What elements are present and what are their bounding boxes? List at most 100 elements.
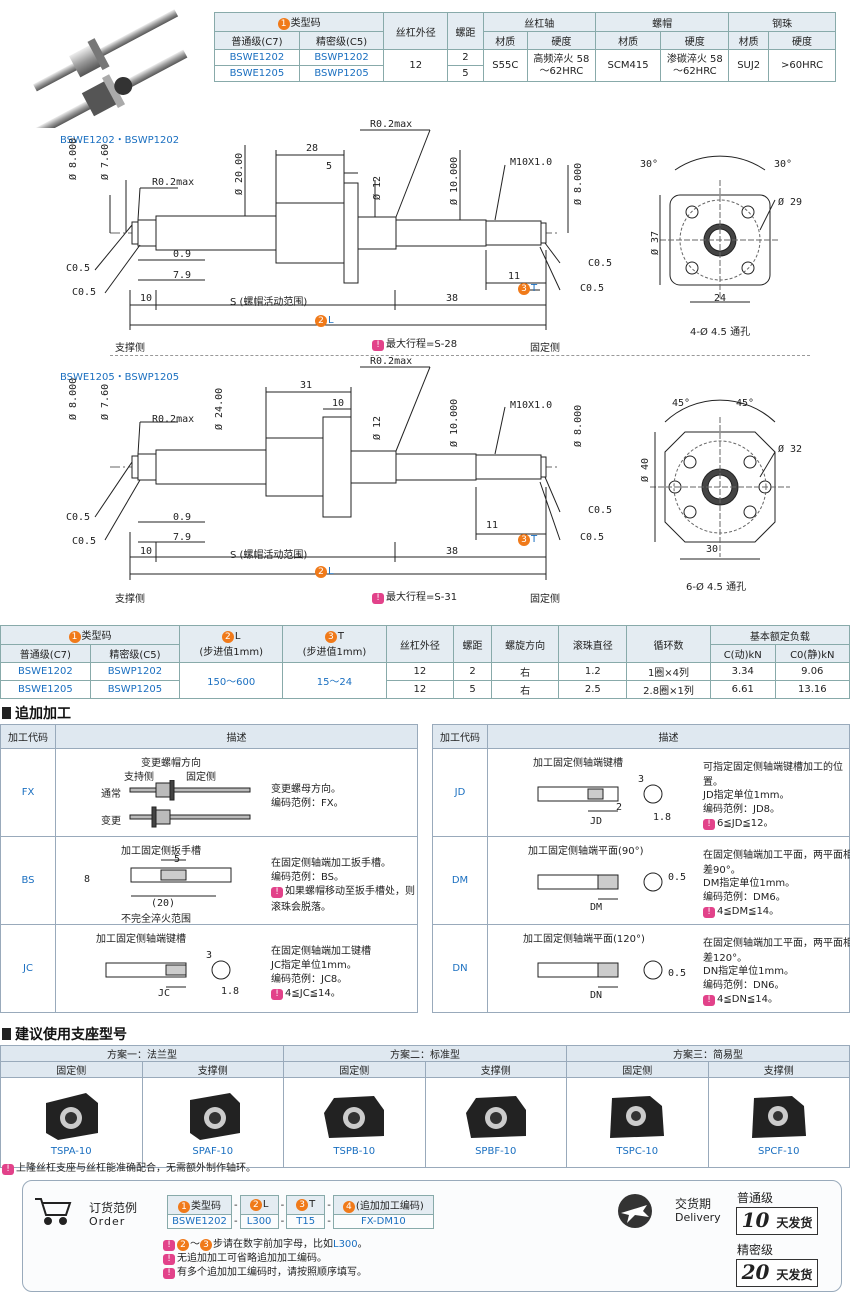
max-stroke-text: 最大行程=S-31 (386, 592, 458, 603)
dash: - (327, 1216, 331, 1227)
warning-icon: ! (703, 818, 715, 830)
part-link[interactable]: BSWP1202 (89, 662, 181, 681)
jd-desc4: 6≦JD≦12。 (717, 817, 774, 829)
dim-value: Ø 10.000 (449, 156, 460, 205)
part-link[interactable]: BSWP1205 (89, 680, 181, 699)
bs-desc2: 编码范例：BS。 (271, 871, 345, 883)
cycles-cell: 2.8圈×1列 (626, 680, 711, 699)
marker-3: 3 (518, 534, 530, 546)
warning-icon: ! (2, 1164, 14, 1175)
seat-link[interactable]: TSPB-10 (333, 1146, 376, 1157)
dn-desc1: 在固定侧轴端加工平面，两平面相差120°。 (703, 937, 850, 964)
dim-c05: C0.5 (588, 505, 613, 516)
jd-diagram (537, 784, 663, 811)
od-cell: 12 (385, 680, 455, 699)
fx-support: 支持侧 (124, 771, 154, 783)
seat-link[interactable]: SPCF-10 (758, 1146, 800, 1157)
days-unit: 天发货 (776, 1268, 813, 1282)
part-link[interactable]: BSWE1205 (214, 65, 300, 82)
part-link[interactable]: BSWE1202 (0, 662, 91, 681)
warning-icon: ! (271, 886, 283, 898)
days-unit: 天发货 (776, 1216, 813, 1230)
dim-d76: Ø 7.60 (100, 384, 111, 420)
hardness-header: 硬度 (526, 31, 596, 50)
dm-desc2: DM指定单位1mm。 (703, 877, 796, 889)
cart-icon (35, 1198, 72, 1225)
fixed-h: 固定侧 (0, 1061, 143, 1078)
seat-link[interactable]: TSPA-10 (50, 1146, 92, 1157)
dn-desc4: 4≦DN≦14。 (717, 993, 779, 1005)
dim-09: 0.9 (173, 249, 192, 260)
seat-link[interactable]: TSPC-10 (616, 1146, 659, 1157)
marker-3: 3 (324, 630, 337, 643)
order-label: 订货范例 (89, 1201, 138, 1215)
hardness-header: 硬度 (660, 31, 730, 50)
ball-dia-header: 滚珠直径 (558, 625, 628, 663)
cstatic-cell: 9.06 (774, 662, 850, 681)
code-bs: BS (0, 836, 56, 925)
sup-h: 支撑侧 (707, 1061, 850, 1078)
seat-link[interactable]: SPAF-10 (192, 1146, 234, 1157)
marker-2: 2 (315, 315, 327, 327)
code-jc: JC (0, 924, 56, 1013)
order-h4: (追加加工编码) (355, 1201, 424, 1212)
bs-dim8: 8 (84, 873, 91, 885)
fx-normal: 通常 (101, 788, 121, 800)
L-range: 150～600 (179, 662, 284, 699)
normal-header: 普通级(C7) (214, 31, 300, 50)
dim-d40: Ø 40 (640, 458, 651, 482)
dn-desc3: 编码范例：DN6。 (703, 979, 785, 991)
dn-diagram (537, 960, 663, 987)
part-link[interactable]: BSWE1202 (214, 49, 300, 66)
l-text: L (328, 315, 334, 326)
precision-header: 精密级(C5) (89, 644, 181, 663)
part-link[interactable]: BSWP1205 (298, 65, 385, 82)
fx-change: 变更 (101, 815, 121, 827)
max-stroke: !最大行程=S-28 (372, 335, 457, 351)
dim-r02: R0.2max (152, 414, 195, 425)
jd-desc2: JD指定单位1mm。 (703, 789, 790, 801)
part-link[interactable]: BSWP1202 (298, 49, 385, 66)
dim-value: Ø 8.000 (68, 377, 79, 420)
nut-material: SCM415 (594, 49, 662, 82)
dim-24: 24 (714, 293, 727, 304)
order-v1: BSWE1202 (167, 1214, 232, 1229)
dim-5: 5 (326, 161, 333, 172)
fixed-h: 固定侧 (566, 1061, 709, 1078)
shaft-material: S55C (482, 49, 528, 82)
marker-3: 3 (518, 283, 530, 295)
order-note-1b: 步请在数字前加字母，比如 (213, 1239, 333, 1250)
jd-desc1: 可指定固定侧轴端键槽加工的位置。 (703, 761, 843, 788)
support-note-text: 上隆丝杠支座与丝杠能准确配合，无需额外制作轴环。 (16, 1163, 256, 1174)
s-range-label: S (螺帽活动范围) (230, 550, 308, 561)
support-note: !上隆丝杠支座与丝杠能准确配合，无需额外制作轴环。 (2, 1159, 256, 1175)
nut-hardness: 渗碳淬火 58～62HRC (660, 49, 730, 82)
dim-79: 7.9 (173, 270, 192, 281)
hole-spec: 4-Ø 4.5 通孔 (690, 327, 751, 338)
dash: - (280, 1216, 285, 1227)
seat-link[interactable]: SPBF-10 (475, 1146, 517, 1157)
order-note-1d: 。 (357, 1239, 368, 1250)
material-header: 材质 (594, 31, 662, 50)
code-dn: DN (432, 924, 488, 1013)
code-fx: FX (0, 748, 56, 837)
precision-grade-label: 精密级 (737, 1243, 774, 1257)
order-note-3: !有多个追加加工编码时，请按照顺序填写。 (163, 1263, 367, 1279)
seat-image (189, 1093, 240, 1140)
pitch-cell: 2 (453, 662, 492, 681)
code-jd: JD (432, 748, 488, 837)
order-h1: 类型码 (191, 1201, 221, 1212)
order-v4: FX-DM10 (332, 1214, 434, 1229)
dim-10: 10 (332, 398, 345, 409)
pitch-header: 螺距 (453, 625, 492, 663)
desc-header: 描述 (55, 724, 418, 749)
marker-3: 3 (296, 1199, 309, 1211)
dim-c05: C0.5 (580, 283, 605, 294)
pitch-header: 螺距 (447, 12, 484, 50)
dim-d37: Ø 37 (650, 231, 661, 255)
part-link[interactable]: BSWE1205 (0, 680, 91, 699)
